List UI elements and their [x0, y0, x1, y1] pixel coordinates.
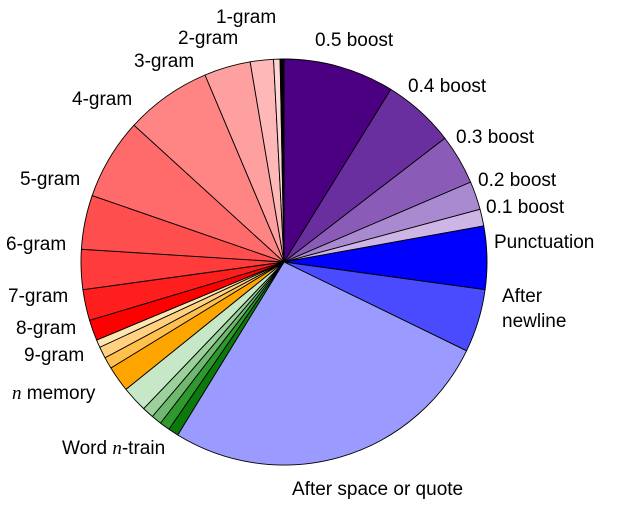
label-0-2-boost: 0.2 boost	[478, 170, 557, 191]
label-0-4-boost: 0.4 boost	[408, 76, 487, 97]
label-3-gram: 3-gram	[134, 51, 194, 72]
label-1-gram: 1-gram	[216, 7, 276, 28]
label-punctuation: Punctuation	[494, 232, 594, 253]
label-8-gram: 8-gram	[16, 318, 76, 339]
label-0-1-boost: 0.1 boost	[486, 197, 565, 218]
label-5-gram: 5-gram	[20, 169, 80, 190]
label-2-gram: 2-gram	[178, 28, 238, 49]
pie-slices	[80, 58, 488, 466]
label-after-newline-line1: After	[502, 286, 543, 307]
label-7-gram: 7-gram	[8, 286, 68, 307]
label-6-gram: 6-gram	[6, 234, 66, 255]
label-after-space-or-quote: After space or quote	[292, 479, 463, 500]
slice-unlabeled-26	[279, 58, 285, 263]
slice-0-5-boost	[283, 58, 392, 263]
slice-after-space-or-quote	[177, 261, 467, 466]
label-after-newline-line2: newline	[502, 311, 566, 332]
label-4-gram: 4-gram	[72, 89, 132, 110]
label-word-n-train: Word n-train	[62, 438, 165, 459]
label-0-5-boost: 0.5 boost	[315, 30, 394, 51]
label-n-memory: n memory	[12, 383, 96, 404]
label-9-gram: 9-gram	[24, 345, 84, 366]
label-0-3-boost: 0.3 boost	[456, 127, 535, 148]
